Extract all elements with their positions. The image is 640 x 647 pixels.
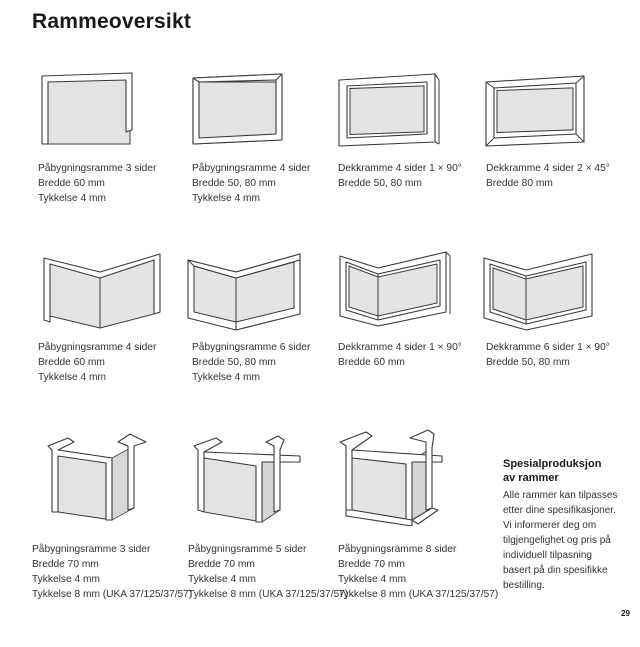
frame-caption: Påbygningsramme 4 sider Bredde 50, 80 mm… (192, 161, 310, 206)
special-production-heading: Spesialproduksjon av rammer (503, 457, 638, 485)
cover-frame-4-sides-90-icon (338, 73, 440, 147)
caption-line: Påbygningsramme 3 sider (32, 544, 151, 555)
heading-line: Spesialproduksjon (503, 458, 602, 470)
body-line: Alle rammer kan tilpasses (503, 490, 618, 501)
frame-4-sides-icon (192, 73, 283, 145)
caption-line: Bredde 60 mm (38, 357, 105, 368)
caption-line: Påbygningsramme 4 sider (192, 163, 311, 174)
cover-frame-4-sides-45-icon (485, 75, 585, 147)
caption-line: Bredde 50, 80 mm (486, 357, 570, 368)
caption-line: Bredde 70 mm (32, 559, 99, 570)
frame-caption: Påbygningsramme 5 sider Bredde 70 mm Tyk… (188, 542, 348, 602)
caption-line: Bredde 60 mm (338, 357, 405, 368)
box-frame-3-sides-icon (47, 433, 147, 521)
caption-line: Bredde 50, 80 mm (338, 178, 422, 189)
heading-line: av rammer (503, 472, 559, 484)
frame-caption: Påbygningsramme 3 sider Bredde 60 mm Tyk… (38, 161, 156, 206)
caption-line: Dekkramme 6 sider 1 × 90° (486, 342, 610, 353)
caption-line: Dekkramme 4 sider 2 × 45° (486, 163, 610, 174)
box-frame-5-sides-icon (193, 435, 301, 523)
frame-3-sides-icon (41, 72, 133, 145)
caption-line: Tykkelse 4 mm (192, 372, 260, 383)
caption-line: Tykkelse 4 mm (38, 372, 106, 383)
body-line: individuell tilpasning (503, 550, 592, 561)
caption-line: Dekkramme 4 sider 1 × 90° (338, 163, 462, 174)
corner-frame-6-sides-icon (187, 253, 301, 331)
corner-cover-frame-6-sides-icon (483, 253, 593, 331)
frame-caption: Dekkramme 4 sider 1 × 90° Bredde 60 mm (338, 340, 462, 370)
caption-line: Bredde 60 mm (38, 178, 105, 189)
caption-line: Tykkelse 4 mm (38, 193, 106, 204)
caption-line: Bredde 70 mm (188, 559, 255, 570)
special-production-body: Alle rammer kan tilpasses etter dine spe… (503, 488, 638, 593)
caption-line: Tykkelse 4 mm (338, 574, 406, 585)
caption-line: Tykkelse 8 mm (UKA 37/125/37/57) (32, 589, 193, 600)
caption-line: Tykkelse 4 mm (32, 574, 100, 585)
caption-line: Påbygningsramme 5 sider (188, 544, 307, 555)
caption-line: Påbygningsramme 6 sider (192, 342, 311, 353)
frame-caption: Dekkramme 4 sider 2 × 45° Bredde 80 mm (486, 161, 610, 191)
body-line: Vi informerer deg om (503, 520, 597, 531)
frame-caption: Dekkramme 6 sider 1 × 90° Bredde 50, 80 … (486, 340, 610, 370)
caption-line: Påbygningsramme 8 sider (338, 544, 457, 555)
frame-caption: Påbygningsramme 8 sider Bredde 70 mm Tyk… (338, 542, 498, 602)
body-line: tilgjengelighet og pris på (503, 535, 611, 546)
caption-line: Bredde 70 mm (338, 559, 405, 570)
caption-line: Tykkelse 4 mm (192, 193, 260, 204)
caption-line: Påbygningsramme 4 sider (38, 342, 157, 353)
body-line: bestilling. (503, 580, 545, 591)
caption-line: Bredde 50, 80 mm (192, 357, 276, 368)
caption-line: Bredde 80 mm (486, 178, 553, 189)
body-line: etter dine spesifikasjoner. (503, 505, 616, 516)
frame-caption: Påbygningsramme 3 sider Bredde 70 mm Tyk… (32, 542, 192, 602)
body-line: basert på din spesifikke (503, 565, 608, 576)
caption-line: Tykkelse 8 mm (UKA 37/125/37/57) (188, 589, 349, 600)
box-frame-8-sides-icon (339, 429, 443, 526)
caption-line: Tykkelse 4 mm (188, 574, 256, 585)
frame-caption: Påbygningsramme 4 sider Bredde 60 mm Tyk… (38, 340, 156, 385)
caption-line: Påbygningsramme 3 sider (38, 163, 157, 174)
frame-caption: Påbygningsramme 6 sider Bredde 50, 80 mm… (192, 340, 310, 385)
caption-line: Tykkelse 8 mm (UKA 37/125/37/57) (338, 589, 499, 600)
page-number: 29 (621, 609, 630, 618)
frame-caption: Dekkramme 4 sider 1 × 90° Bredde 50, 80 … (338, 161, 462, 191)
caption-line: Dekkramme 4 sider 1 × 90° (338, 342, 462, 353)
page-title: Rammeoversikt (32, 10, 192, 33)
caption-line: Bredde 50, 80 mm (192, 178, 276, 189)
corner-cover-frame-4-sides-icon (339, 251, 451, 327)
special-production-note: Spesialproduksjon av rammer Alle rammer … (503, 457, 638, 593)
corner-frame-4-sides-icon (43, 253, 161, 329)
